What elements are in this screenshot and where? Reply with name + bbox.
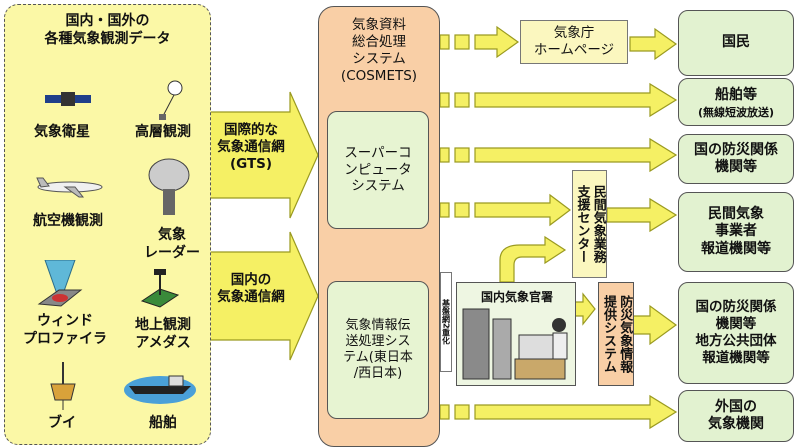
label-radar: 気象 レーダー xyxy=(144,227,200,261)
label-amedas: 地上観測 アメダス xyxy=(135,317,191,351)
label-buoy: ブイ xyxy=(48,415,76,431)
label-gts: 国際的な 気象通信網 (GTS) xyxy=(217,122,285,172)
output-ships-note: (無線短波放送) xyxy=(697,106,775,119)
arrow-gts xyxy=(208,91,319,219)
domestic-office-panel: 国内気象官署 xyxy=(456,282,576,386)
arrow-ships xyxy=(474,82,678,118)
label-weather-satellite: 気象衛星 xyxy=(34,124,90,140)
output-ships: 船舶等 (無線短波放送) xyxy=(678,78,794,126)
label-wind-profiler: ウィンド プロファイラ xyxy=(23,313,107,347)
output-citizens: 国民 xyxy=(678,10,794,76)
backbone-label: 基盤網2重化 xyxy=(441,299,451,345)
label-ship: 船舶 xyxy=(149,415,177,431)
buoy-icon xyxy=(43,360,83,410)
disaster-info-system: 防災気象情報 提供システム xyxy=(598,282,634,386)
cosmets-title: 気象資料 総合処理 システム (COSMETS) xyxy=(340,17,418,84)
observation-data-title: 国内・国外の 各種気象観測データ xyxy=(44,13,171,47)
supercomputer-system: スーパーコ ンピュータ システム xyxy=(327,111,429,229)
output-local-governments: 国の防災関係 機関等 地方公共団体 報道機関等 xyxy=(678,282,794,384)
ship-icon xyxy=(123,360,198,406)
backbone-bar: 基盤網2重化 xyxy=(440,272,452,372)
support-center-label: 民間気象業務 支援センター xyxy=(574,185,606,263)
label-aircraft: 航空機観測 xyxy=(33,213,103,229)
cosmets-box: 気象資料 総合処理 システム (COSMETS) スーパーコ ンピュータ システ… xyxy=(318,6,440,447)
satellite-icon xyxy=(45,89,91,106)
output-ships-label: 船舶等 xyxy=(715,87,757,103)
airplane-icon xyxy=(35,175,105,199)
domestic-office-label: 国内気象官署 xyxy=(480,290,553,304)
arrow-national xyxy=(474,137,678,173)
output-private-media: 民間気象 事業者 報道機関等 xyxy=(678,192,794,272)
output-national-disaster: 国の防災関係 機関等 xyxy=(678,134,794,184)
amedas-station-icon xyxy=(140,267,180,308)
arrow-to-support xyxy=(474,193,571,227)
transfer-processing-system: 気象情報伝 送処理シス テム(東日本 /西日本) xyxy=(327,281,429,419)
observation-data-panel: 国内・国外の 各種気象観測データ 気象衛星 高層観測 航空機観測 気象 レーダー… xyxy=(4,4,211,445)
jma-homepage: 気象庁 ホームページ xyxy=(520,20,628,64)
arrow-to-disaster xyxy=(574,292,596,326)
arrow-office-to-support xyxy=(499,235,567,283)
arrow-support-to-private xyxy=(606,197,678,233)
label-upper-air: 高層観測 xyxy=(135,124,191,140)
arrow-foreign xyxy=(474,394,678,430)
disaster-info-label: 防災気象情報 提供システム xyxy=(601,295,633,373)
office-scene-icon xyxy=(462,308,568,380)
arrow-disaster-to-local xyxy=(632,304,678,346)
radar-dish-icon xyxy=(145,155,193,215)
output-foreign-agencies: 外国の 気象機関 xyxy=(678,390,794,442)
arrow-homepage xyxy=(474,25,520,59)
support-center: 民間気象業務 支援センター xyxy=(572,170,607,278)
arrow-kokumin xyxy=(629,27,678,61)
arrow-domestic xyxy=(208,231,319,361)
label-domestic-network: 国内の 気象通信網 xyxy=(217,272,285,305)
wind-profiler-icon xyxy=(35,259,85,308)
radiosonde-icon xyxy=(155,80,185,120)
